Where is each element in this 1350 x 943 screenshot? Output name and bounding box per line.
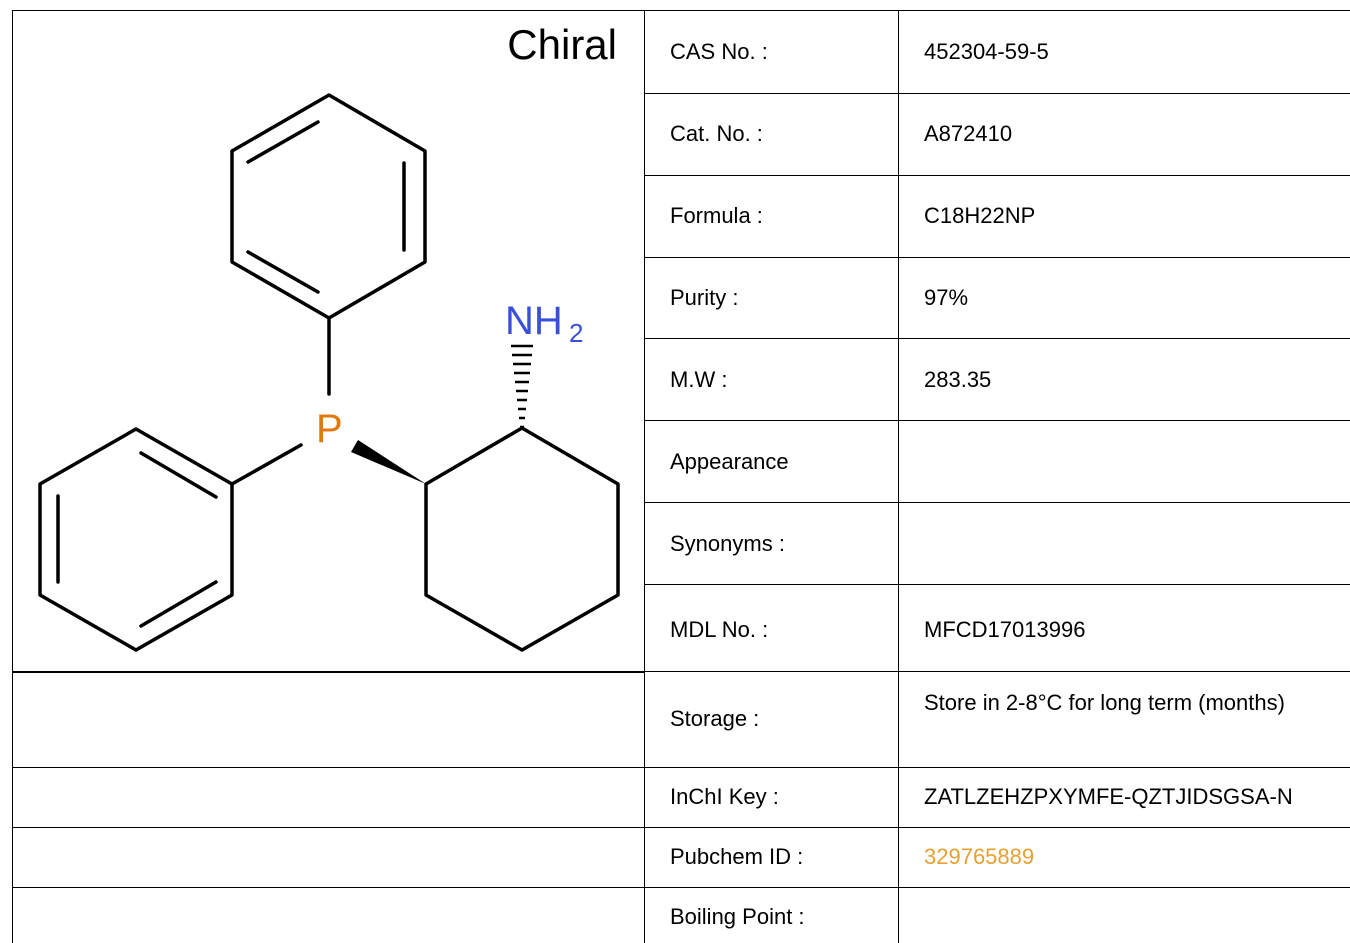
row-divider [644,175,1350,176]
row-divider [644,257,1350,258]
cas-no-label: CAS No. : [670,39,768,64]
chiral-label: Chiral [507,21,617,68]
phosphorus-atom-label: P [316,407,343,451]
amine-subscript: 2 [569,318,583,348]
formula-label: Formula : [670,203,763,228]
amine-atom-label: NH [505,299,563,343]
table-left-border [12,10,13,943]
row-divider [12,827,1350,828]
molecular-weight-value: 283.35 [924,367,992,392]
storage-value: Store in 2-8°C for long term (months) [924,690,1285,715]
row-divider [644,420,1350,421]
row-divider [12,767,1350,768]
hash-bond [511,344,533,429]
molecular-weight-label: M.W : [670,367,728,392]
formula-value: C18H22NP [924,203,1036,228]
column-divider-1 [644,10,645,943]
row-divider [644,584,1350,585]
inchi-key-label: InChI Key : [670,784,779,809]
pubchem-id-label: Pubchem ID : [670,844,804,869]
cas-no-value: 452304-59-5 [924,39,1049,64]
table-top-border [12,10,1350,11]
row-divider [12,887,1350,888]
cat-no-label: Cat. No. : [670,121,763,146]
boiling-point-label: Boiling Point : [670,904,805,929]
storage-label: Storage : [670,706,760,731]
purity-value: 97% [924,285,969,310]
structure-bottom-border [12,671,644,673]
molecule-bonds [38,93,620,652]
pubchem-id-link[interactable]: 329765889 [924,844,1035,869]
row-divider [644,93,1350,94]
synonyms-label: Synonyms : [670,531,785,556]
row-divider [644,671,1350,672]
mdl-no-label: MDL No. : [670,617,769,642]
row-divider [644,338,1350,339]
mdl-no-value: MFCD17013996 [924,617,1086,642]
row-divider [644,502,1350,503]
column-divider-2 [898,10,899,943]
appearance-label: Appearance [670,449,789,474]
inchi-key-value: ZATLZEHZPXYMFE-QZTJIDSGSA-N [924,784,1293,809]
purity-label: Purity : [670,285,739,310]
cat-no-value: A872410 [924,121,1013,146]
wedge-bond [351,440,426,484]
chemical-structure-image: Chiral P NH 2 [38,21,620,652]
